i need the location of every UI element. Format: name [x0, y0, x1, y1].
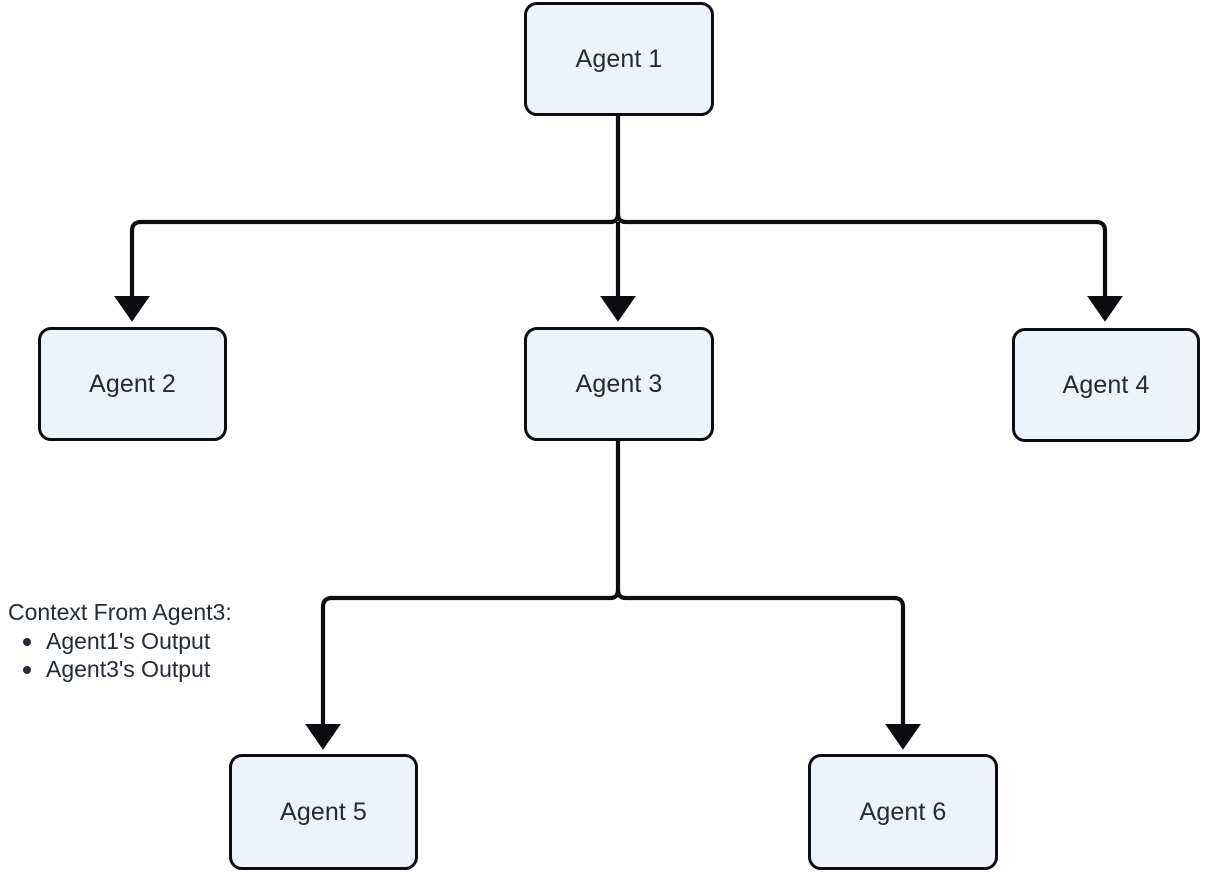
edge-row2-bar-left: [129, 219, 610, 290]
edge-agent3-stem: [615, 441, 627, 601]
node-agent4[interactable]: Agent 4: [1012, 328, 1200, 442]
edge-row3-bar-left: [320, 595, 610, 718]
node-agent5[interactable]: Agent 5: [229, 754, 418, 870]
edge-row2-bar-right: [626, 219, 1108, 290]
node-agent1-label: Agent 1: [575, 44, 663, 73]
node-agent1[interactable]: Agent 1: [524, 2, 714, 116]
context-annotation-list: Agent1's Output Agent3's Output: [6, 630, 232, 681]
edge-row3-bar-right: [626, 595, 906, 718]
context-annotation: Context From Agent3: Agent1's Output Age…: [6, 601, 232, 686]
edge-agent1-stem-left: [609, 213, 621, 225]
node-agent3[interactable]: Agent 3: [524, 327, 714, 441]
context-annotation-item-label: Agent1's Output: [46, 628, 211, 654]
context-annotation-item-label: Agent3's Output: [46, 656, 211, 682]
node-agent5-label: Agent 5: [280, 797, 367, 826]
edge-agent3-stem-left: [609, 589, 621, 601]
context-annotation-item: Agent3's Output: [6, 658, 232, 681]
node-agent6[interactable]: Agent 6: [808, 754, 998, 870]
node-agent4-label: Agent 4: [1062, 370, 1150, 399]
context-annotation-item: Agent1's Output: [6, 630, 232, 653]
node-agent2-label: Agent 2: [89, 369, 176, 398]
edge-agent1-stem: [615, 116, 627, 225]
node-agent3-label: Agent 3: [575, 369, 663, 398]
bullet-icon: [23, 665, 31, 674]
context-annotation-title: Context From Agent3:: [8, 599, 232, 625]
bullet-icon: [23, 637, 31, 646]
node-agent6-label: Agent 6: [859, 797, 947, 826]
node-agent2[interactable]: Agent 2: [38, 327, 227, 441]
